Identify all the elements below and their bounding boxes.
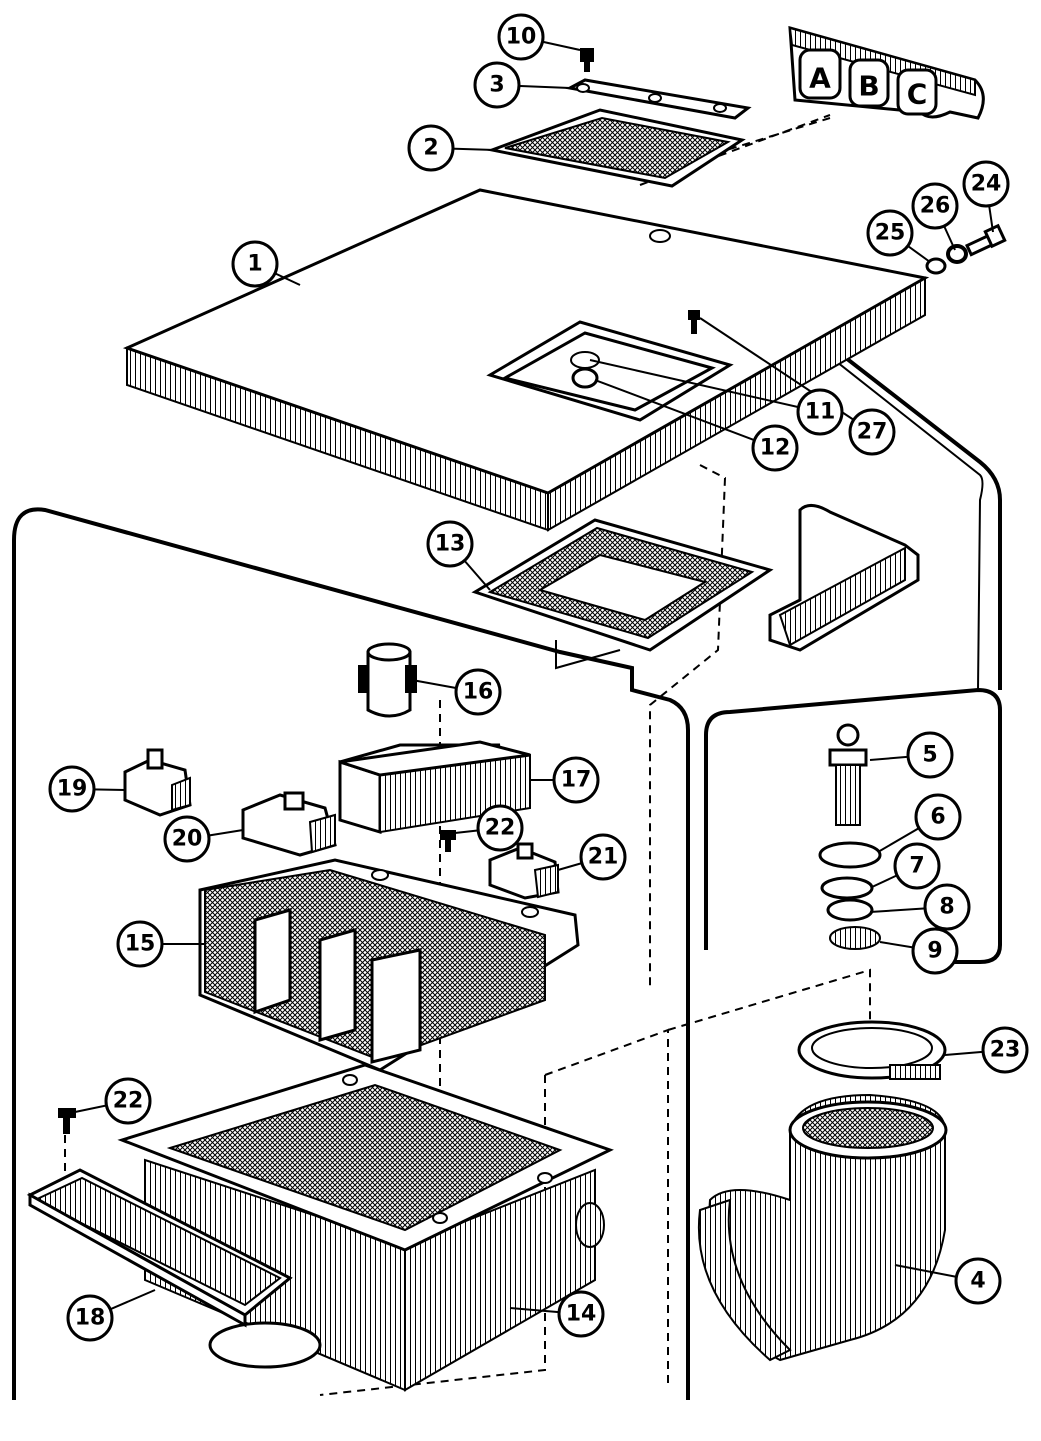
washer-6-part: [818, 841, 882, 869]
svg-text:10: 10: [506, 25, 537, 50]
svg-text:27: 27: [857, 420, 888, 445]
clamp-ring-part: [797, 1020, 947, 1080]
nut-9-part: [829, 926, 881, 950]
svg-text:11: 11: [805, 400, 836, 425]
svg-text:13: 13: [435, 532, 466, 557]
lid-slab-part: [122, 188, 930, 532]
abc-inlet-part: A B C: [788, 25, 985, 120]
alignment-dashed-4: [667, 968, 871, 1050]
svg-text:21: 21: [588, 845, 619, 870]
callout-9: 9: [911, 927, 959, 975]
callout-22-lower: 22: [104, 1077, 152, 1125]
svg-text:8: 8: [939, 895, 954, 920]
svg-text:3: 3: [489, 73, 504, 98]
callout-12: 12: [751, 424, 799, 472]
callout-14: 14: [557, 1290, 605, 1338]
callout-8: 8: [923, 883, 971, 931]
svg-text:18: 18: [75, 1306, 106, 1331]
coupling-part: [358, 642, 417, 718]
callout-3: 3: [473, 61, 521, 109]
enclosure-outline: [12, 507, 690, 1400]
callout-6: 6: [914, 793, 962, 841]
svg-text:15: 15: [125, 932, 156, 957]
svg-text:16: 16: [463, 680, 494, 705]
block-part: [338, 740, 531, 835]
svg-text:19: 19: [57, 777, 88, 802]
svg-text:26: 26: [920, 194, 951, 219]
svg-text:23: 23: [990, 1038, 1021, 1063]
callout-11: 11: [796, 388, 844, 436]
callout-23: 23: [981, 1026, 1029, 1074]
elbow-part: [697, 1093, 948, 1362]
channel-bracket-part: [768, 504, 920, 652]
callout-4: 4: [954, 1257, 1002, 1305]
callout-18: 18: [66, 1294, 114, 1342]
callout-17: 17: [552, 756, 600, 804]
svg-text:6: 6: [930, 805, 945, 830]
filter-basket-part: [198, 858, 580, 1072]
bracket-21-part: [488, 842, 560, 900]
callout-19: 19: [48, 765, 96, 813]
bracket-19-part: [123, 748, 192, 817]
svg-text:22: 22: [113, 1089, 144, 1114]
filter-pad-part: [486, 108, 746, 188]
callout-21: 21: [579, 833, 627, 881]
callout-10: 10: [497, 13, 545, 61]
callout-13: 13: [426, 520, 474, 568]
svg-text:7: 7: [909, 854, 924, 879]
inlet-letter-a: A: [809, 62, 831, 95]
cable-line: [688, 235, 1002, 690]
callout-5: 5: [906, 731, 954, 779]
callout-22-upper: 22: [476, 804, 524, 852]
callout-26: 26: [911, 182, 959, 230]
callout-16: 16: [454, 668, 502, 716]
washer-8-part: [826, 898, 874, 922]
svg-text:1: 1: [247, 252, 262, 277]
svg-text:17: 17: [561, 768, 592, 793]
screw-10-part: [580, 48, 594, 72]
svg-text:14: 14: [566, 1302, 597, 1327]
screw-22-lower-part: [58, 1108, 76, 1134]
svg-text:12: 12: [760, 436, 791, 461]
callout-1: 1: [231, 240, 279, 288]
callout-15: 15: [116, 920, 164, 968]
cable-line-inner: [679, 237, 984, 691]
valve-detail-box: [704, 687, 1002, 964]
svg-text:2: 2: [423, 136, 438, 161]
inlet-letter-b: B: [858, 70, 879, 103]
screw-22-upper-part: [440, 830, 456, 852]
callout-20: 20: [163, 815, 211, 863]
svg-text:24: 24: [971, 172, 1002, 197]
svg-text:4: 4: [970, 1269, 985, 1294]
washer-7-part: [820, 876, 874, 900]
screw-27-part: [688, 310, 700, 334]
strap-part: [565, 78, 752, 120]
callout-7: 7: [893, 842, 941, 890]
base-tank-part: [117, 1063, 614, 1392]
svg-text:5: 5: [922, 743, 937, 768]
bracket-20-part: [241, 791, 337, 857]
svg-text:22: 22: [485, 816, 516, 841]
callout-27: 27: [848, 408, 896, 456]
callout-25: 25: [866, 209, 914, 257]
frame-part: [471, 518, 774, 652]
enclosure-notch: [555, 640, 633, 690]
inlet-letter-c: C: [907, 78, 928, 111]
valve-stem-part: [828, 723, 868, 826]
callout-24: 24: [962, 160, 1010, 208]
plate-part: [26, 1168, 293, 1328]
alignment-dashed-1: [649, 464, 727, 990]
callout-2: 2: [407, 124, 455, 172]
bolt-nut-washer-parts: [925, 223, 1007, 275]
svg-text:9: 9: [927, 939, 942, 964]
svg-text:25: 25: [875, 221, 906, 246]
svg-text:20: 20: [172, 827, 203, 852]
